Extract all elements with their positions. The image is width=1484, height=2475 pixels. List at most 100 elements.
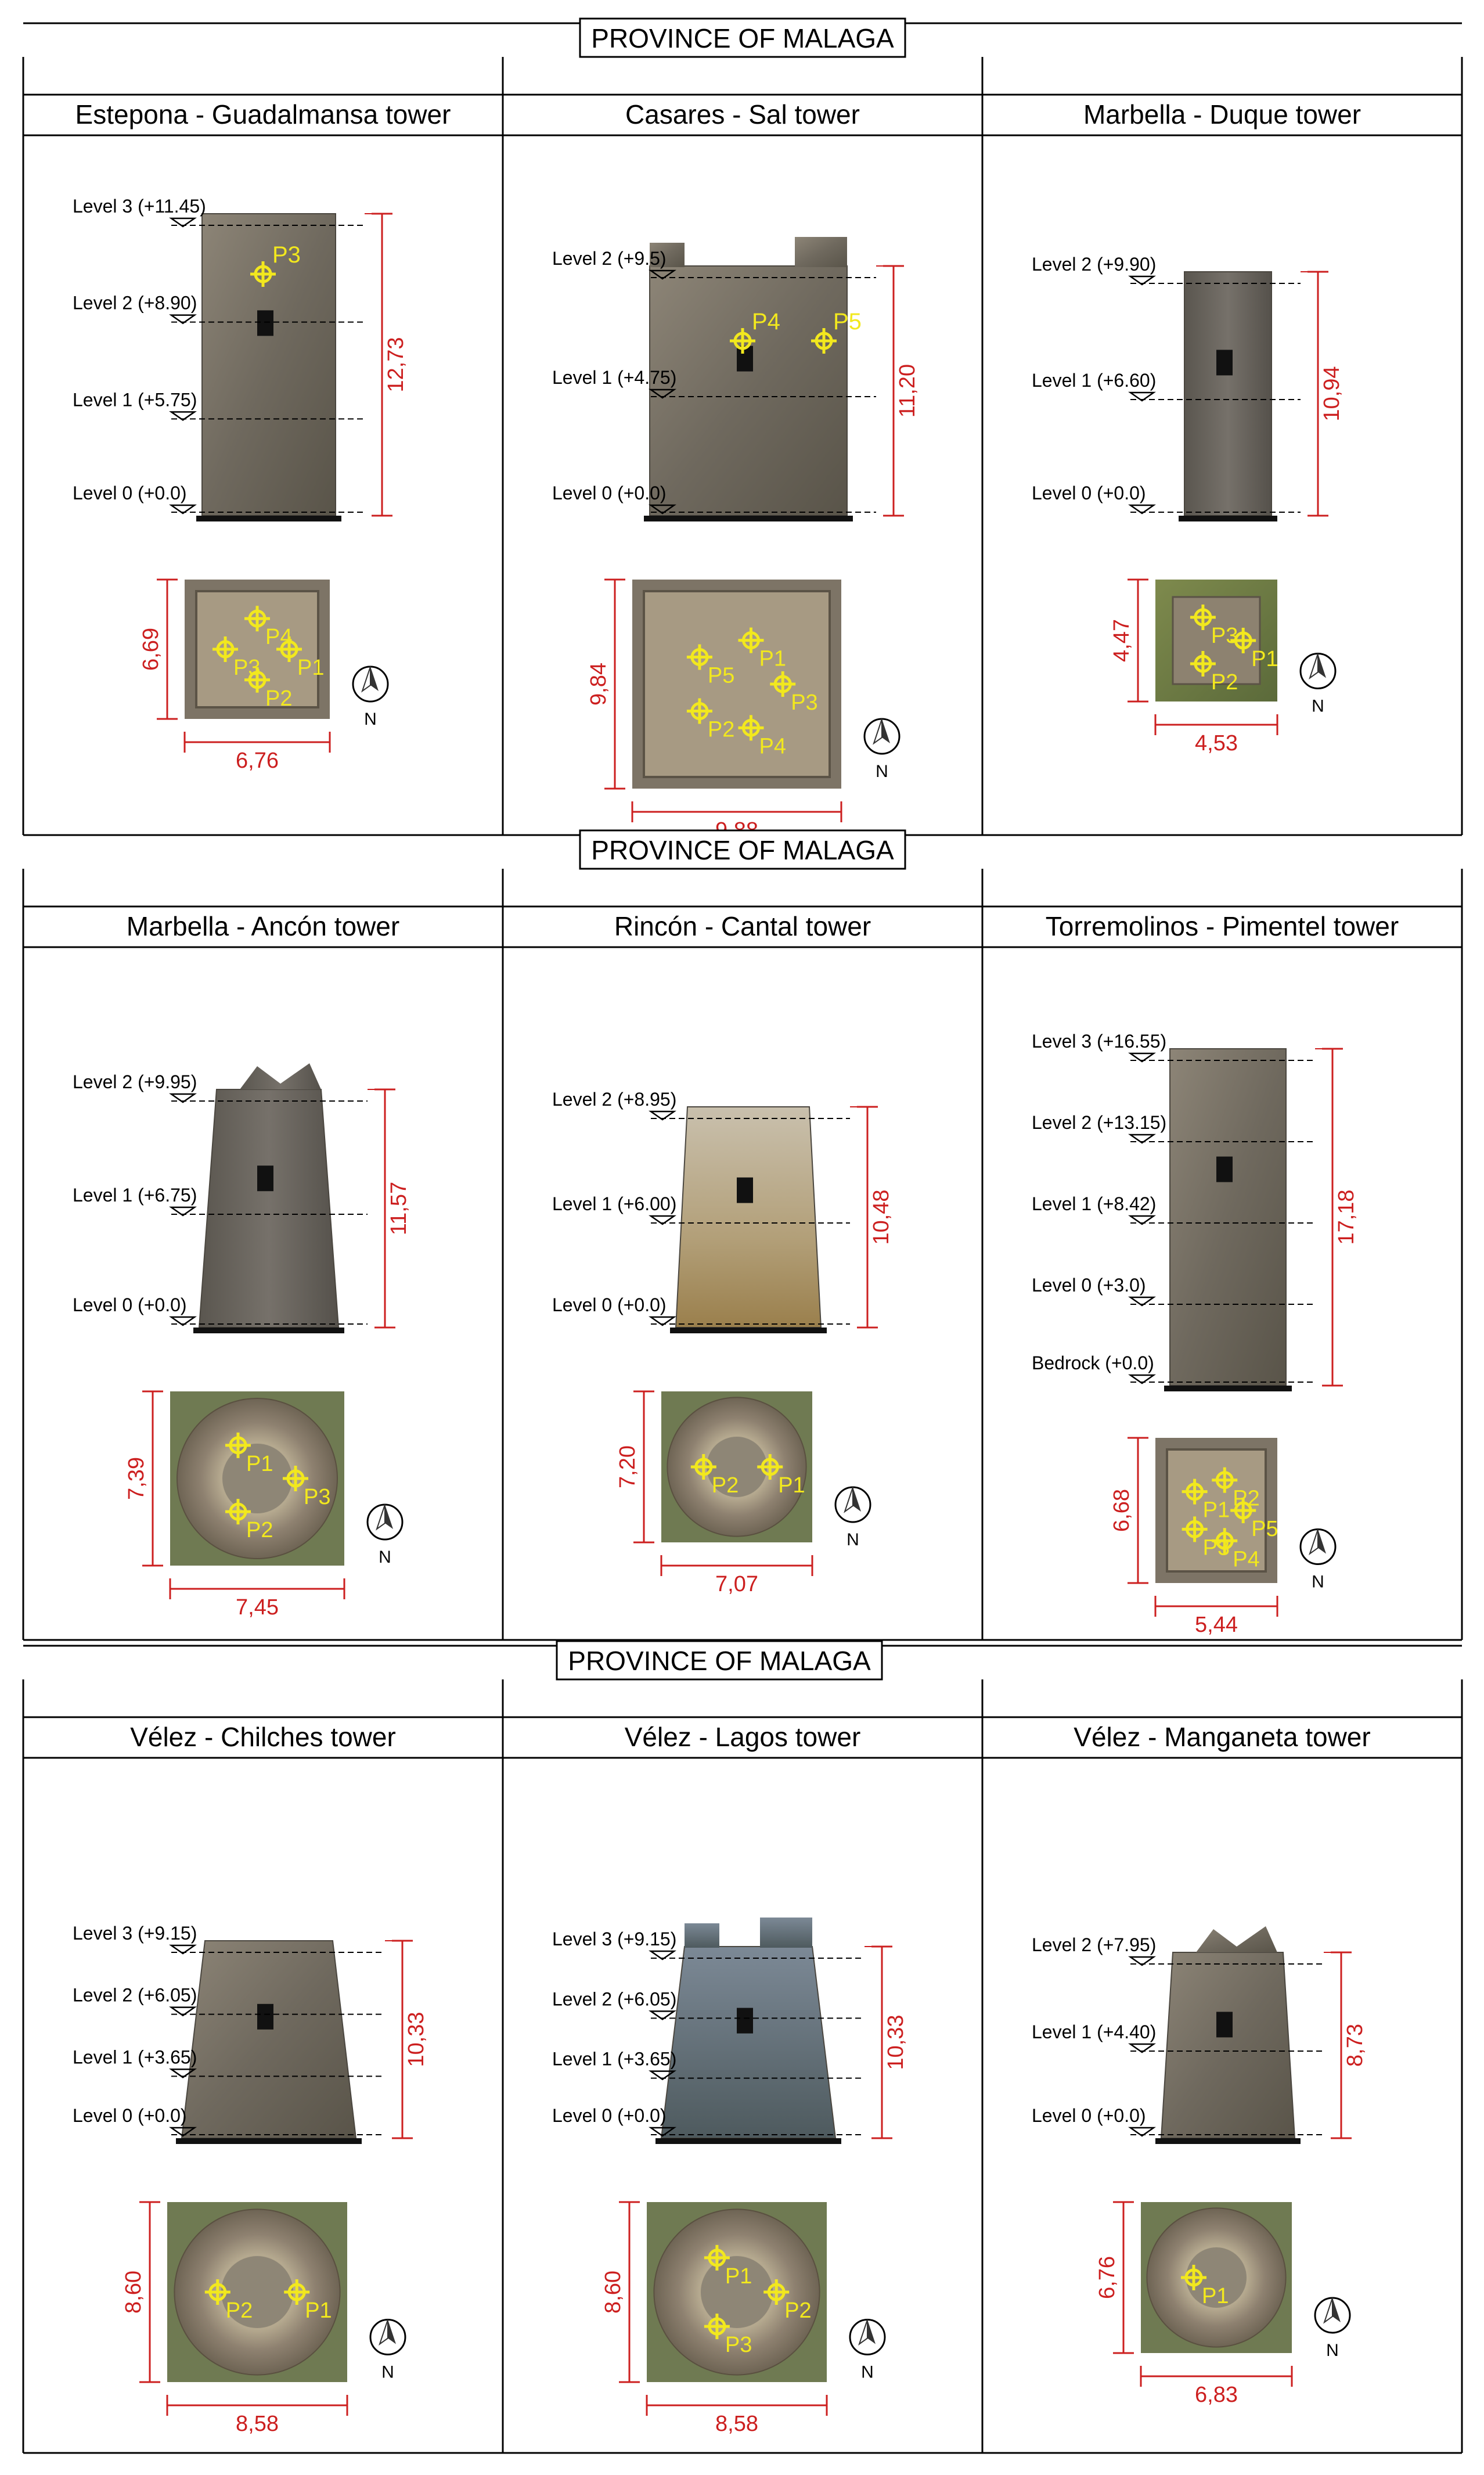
point-marker: P2: [225, 1499, 273, 1542]
plan-height-value: 8,60: [121, 2271, 146, 2314]
point-label: P4: [1233, 1547, 1259, 1571]
level-label: Level 1 (+6.00): [552, 1193, 676, 1214]
level-triangle-icon: [1128, 504, 1156, 515]
north-arrow-icon: N: [863, 718, 901, 781]
plan-width-value: 8,58: [236, 2412, 279, 2436]
point-marker: P3: [1182, 1516, 1230, 1560]
tower-base: [1179, 516, 1277, 521]
tower-elevation-photo: [1164, 1048, 1292, 1391]
point-label: P3: [304, 1485, 330, 1509]
point-marker: P3: [283, 1466, 330, 1509]
level-triangle-icon: [1128, 2043, 1156, 2053]
height-dimension: 8,73: [1324, 1951, 1367, 2139]
tower-window: [257, 2003, 273, 2030]
point-label: P4: [759, 734, 786, 758]
level-triangle-icon: [1128, 1215, 1156, 1225]
north-arrow-icon: N: [1299, 653, 1337, 716]
point-marker: P4: [244, 606, 292, 649]
plan-core: [222, 1444, 292, 1513]
tower-body: [649, 265, 848, 516]
level-label: Level 2 (+6.05): [73, 1985, 197, 2006]
point-marker: P1: [1181, 2265, 1229, 2308]
plan-height-value: 9,84: [586, 663, 611, 706]
level-triangle-icon: [649, 2127, 676, 2137]
plan-height-value: 7,20: [615, 1445, 640, 1488]
north-label: N: [1312, 697, 1324, 716]
level-triangle-icon: [649, 388, 676, 399]
tower-window: [737, 346, 753, 372]
level-triangle-icon: [649, 504, 676, 515]
point-marker: P1: [757, 1454, 805, 1498]
level-label: Level 3 (+16.55): [1032, 1031, 1166, 1052]
level-triangle-icon: [169, 2006, 197, 2017]
height-value: 10,94: [1320, 366, 1344, 421]
tower-elevation-photo: [670, 1106, 827, 1333]
plan-dimensions: 8,608,58: [601, 2201, 828, 2436]
height-value: 8,73: [1343, 2024, 1367, 2067]
tower-window: [737, 1177, 753, 1203]
level-marks: Level 2 (+7.95)Level 1 (+4.40)Level 0 (+…: [1032, 1934, 1324, 2137]
point-label: P1: [246, 1452, 273, 1476]
north-arrow-head: [867, 2319, 876, 2344]
tower-window: [737, 2008, 753, 2034]
plan-dimensions: 7,397,45: [124, 1390, 345, 1620]
point-label: P3: [272, 242, 301, 268]
tower-elevation-photo: [196, 213, 341, 521]
north-arrow-head-light: [858, 2319, 868, 2346]
plan-dimensions: 8,60 8,58: [121, 2201, 348, 2436]
point-marker: P5: [811, 309, 862, 354]
plan-height-value: 7,39: [124, 1457, 149, 1500]
point-label: P2: [265, 686, 292, 711]
point-marker: P4: [730, 309, 780, 354]
tower-merlon: [685, 1923, 719, 1948]
level-triangle-icon: [169, 2127, 197, 2137]
point-label: P4: [265, 625, 292, 649]
level-triangle-icon: [649, 1215, 676, 1225]
plan-width-value: 6,76: [236, 749, 279, 773]
point-label: P2: [784, 2298, 811, 2323]
tower-base: [655, 2138, 841, 2144]
plan-height-value: 6,76: [1095, 2256, 1119, 2299]
point-marker: P4: [738, 715, 786, 758]
north-arrow-head: [1318, 1529, 1326, 1554]
height-value: 10,48: [869, 1189, 894, 1244]
north-label: N: [861, 2363, 874, 2382]
plan-core: [1186, 2247, 1247, 2308]
height-value: 11,57: [387, 1182, 411, 1235]
level-label: Level 1 (+3.65): [73, 2046, 197, 2067]
north-label: N: [1326, 2341, 1339, 2360]
north-arrow-head: [1332, 2298, 1341, 2322]
point-label: P1: [305, 2298, 332, 2323]
point-marker: P2: [686, 698, 734, 742]
tower-name: Rincón - Cantal tower: [614, 911, 871, 941]
level-triangle-icon: [169, 504, 197, 515]
level-label: Level 2 (+9.95): [73, 1071, 197, 1092]
plan-height-value: 6,69: [139, 628, 163, 671]
point-label: P2: [1211, 670, 1238, 695]
level-marks: Level 3 (+9.15)Level 2 (+6.05)Level 1 (+…: [552, 1929, 865, 2137]
section-title-box: PROVINCE OF MALAGA: [556, 1640, 883, 1681]
north-arrow-head-light: [376, 1504, 386, 1531]
level-triangle-icon: [1128, 275, 1156, 286]
tower-window: [1216, 350, 1233, 376]
height-value: 17,18: [1334, 1189, 1359, 1244]
point-marker: P3: [770, 671, 818, 715]
point-label: P1: [1202, 2284, 1229, 2308]
tower-body: [660, 1946, 837, 2139]
plan-core: [707, 1437, 767, 1497]
level-label: Level 1 (+6.75): [73, 1185, 197, 1206]
north-label: N: [381, 2363, 394, 2382]
level-triangle-icon: [169, 1093, 197, 1103]
north-arrow-head-light: [379, 2319, 388, 2346]
level-marks: Level 2 (+9.95)Level 1 (+6.75)Level 0 (+…: [73, 1071, 368, 1326]
level-triangle-icon: [649, 1950, 676, 1960]
level-triangle-icon: [1128, 1134, 1156, 1144]
tower-window: [1216, 1156, 1233, 1182]
